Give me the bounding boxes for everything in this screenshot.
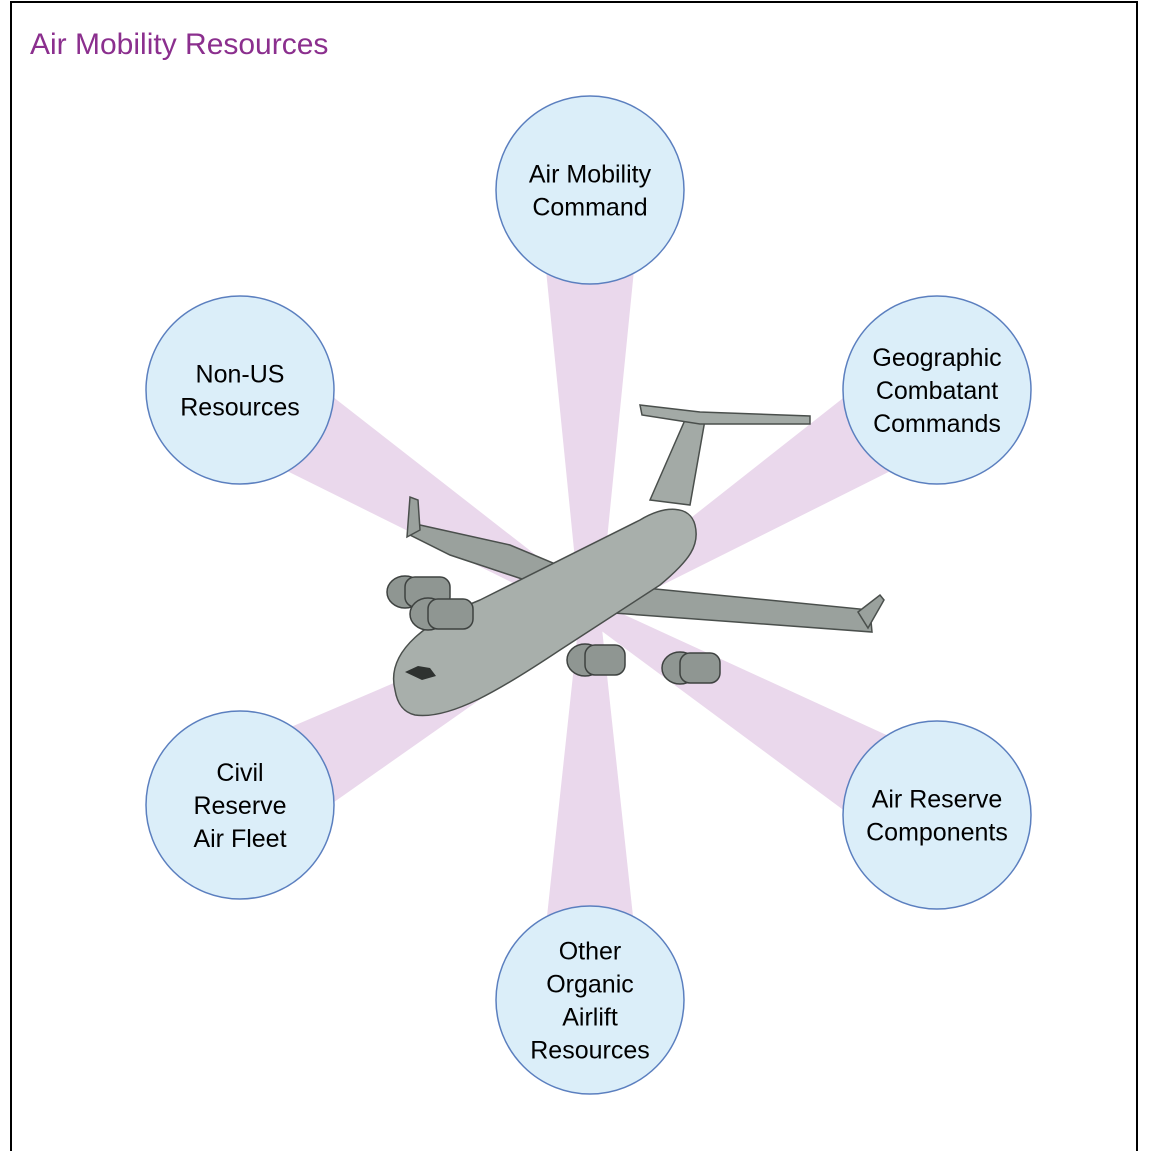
node-circle bbox=[495, 95, 685, 285]
aircraft-image bbox=[386, 404, 885, 717]
node-circle bbox=[495, 905, 685, 1095]
node-label-line: Resources bbox=[180, 394, 300, 422]
node-label-line: Air Fleet bbox=[193, 825, 286, 853]
node-label-line: Non-US bbox=[196, 361, 285, 389]
node-label-line: Resources bbox=[530, 1037, 650, 1065]
node-label-line: Air Mobility bbox=[529, 161, 652, 189]
node-circle bbox=[842, 295, 1032, 485]
node-label-line: Reserve bbox=[193, 792, 286, 820]
node-label-line: Geographic bbox=[872, 344, 1001, 372]
node-label-line: Components bbox=[866, 819, 1008, 847]
node-circle bbox=[842, 720, 1032, 910]
node-nonus: Non-US Resources bbox=[145, 295, 335, 485]
aircraft-cockpit bbox=[405, 666, 436, 680]
node-circle bbox=[145, 295, 335, 485]
node-label-line: Other bbox=[559, 938, 622, 966]
resource-nodes: Air MobilityCommandGeographicCombatantCo… bbox=[145, 95, 1032, 1095]
aircraft-right-winglet bbox=[857, 593, 885, 630]
ray-other bbox=[538, 610, 642, 1000]
aircraft-horizontal-tail bbox=[639, 404, 811, 425]
node-label-line: Civil bbox=[216, 759, 263, 787]
node-circle bbox=[145, 710, 335, 900]
aircraft-engines bbox=[386, 575, 721, 685]
node-label-line: Airlift bbox=[562, 1004, 618, 1032]
aircraft-left-winglet bbox=[406, 495, 421, 539]
node-label-line: Air Reserve bbox=[872, 786, 1003, 814]
diagram-frame bbox=[10, 1, 1138, 1151]
node-label-line: Commands bbox=[873, 410, 1001, 438]
node-label-line: Combatant bbox=[876, 377, 998, 405]
aircraft-vertical-tail bbox=[648, 419, 706, 506]
diagram-title: Air Mobility Resources bbox=[30, 28, 329, 61]
ray-amc bbox=[538, 190, 642, 610]
node-label-line: Organic bbox=[546, 971, 634, 999]
node-label-line: Command bbox=[532, 194, 647, 222]
